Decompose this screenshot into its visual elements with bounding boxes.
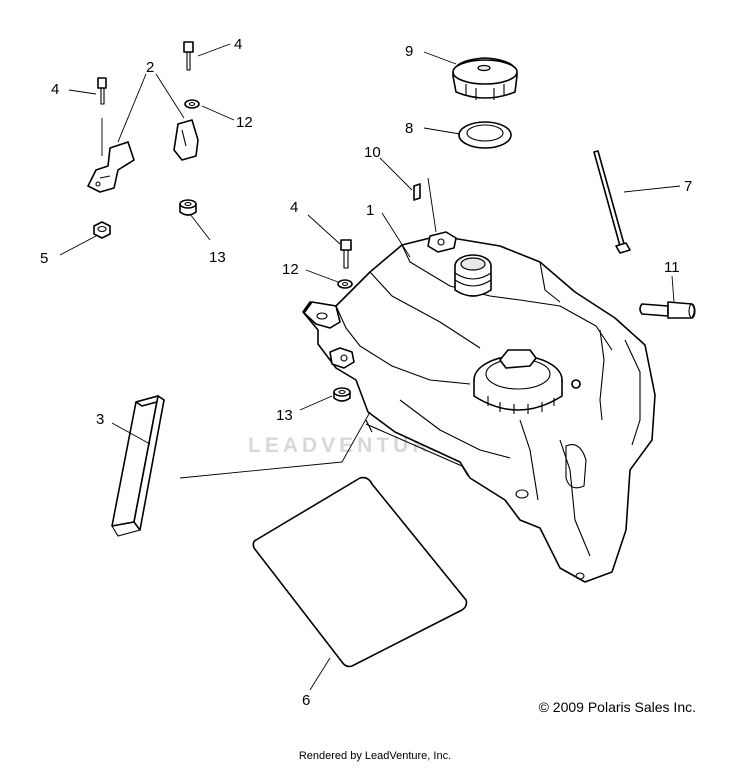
hose-fitting: [639, 301, 696, 319]
copyright-text: © 2009 Polaris Sales Inc.: [538, 699, 696, 715]
grommet-tank: [333, 387, 351, 402]
grommet-upper: [179, 199, 197, 216]
callout-5: 5: [40, 250, 48, 267]
leader-lines: [59, 43, 681, 691]
fuel-cap: [452, 57, 518, 100]
callout-6: 6: [302, 692, 310, 709]
bracket-left: [87, 141, 135, 193]
hex-nut: [93, 221, 111, 239]
washer-upper: [184, 99, 200, 109]
callout-13-tank: 13: [276, 407, 293, 424]
callout-9: 9: [405, 43, 413, 60]
callout-4-top: 4: [234, 36, 242, 53]
callout-12-upper: 12: [236, 114, 253, 131]
vent-pin: [413, 183, 421, 201]
bracket-right: [173, 119, 199, 161]
callout-3: 3: [96, 411, 104, 428]
callout-11: 11: [664, 259, 680, 276]
rendered-by-text: Rendered by LeadVenture, Inc.: [298, 750, 452, 762]
bolt-top: [183, 41, 194, 71]
callout-13-upper: 13: [209, 249, 226, 266]
callout-4-left: 4: [51, 81, 59, 98]
callout-2: 2: [146, 59, 154, 76]
foam-strip: [111, 395, 165, 537]
washer-tank: [337, 279, 353, 289]
long-bolt: [593, 150, 631, 254]
bolt-tank: [340, 239, 352, 269]
callout-7: 7: [684, 178, 692, 195]
watermark-text: LEADVENTURE: [248, 434, 450, 457]
cap-gasket: [458, 121, 512, 149]
callout-4-tank: 4: [290, 199, 298, 216]
callout-8: 8: [405, 120, 413, 137]
callout-10: 10: [364, 144, 381, 161]
tank-pad: [252, 476, 468, 668]
callout-12-tank: 12: [282, 261, 299, 278]
fuel-tank: [302, 231, 656, 583]
bolt-left: [97, 77, 107, 105]
callout-1: 1: [366, 202, 374, 219]
callout-labels: 1 2 3 4 4 4 5 6 7 8 9 10 11 12 12 13 13: [40, 36, 692, 709]
